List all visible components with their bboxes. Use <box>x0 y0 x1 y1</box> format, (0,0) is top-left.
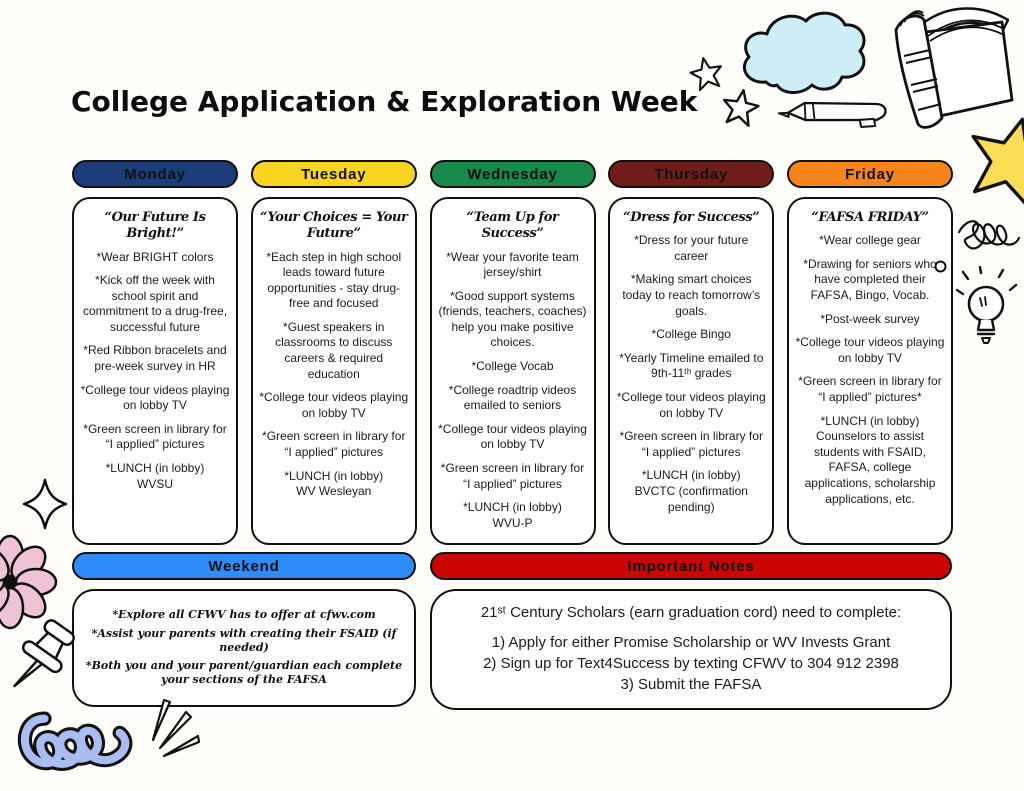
day-item: *Yearly Timeline emailed to 9th-11ᵗʰ gra… <box>619 350 764 381</box>
cloud-icon <box>742 11 866 94</box>
book-icon <box>894 7 1014 129</box>
notes-step: 1) Apply for either Promise Scholarship … <box>491 634 891 651</box>
day-item: *College tour videos playing on lobby TV <box>795 335 945 365</box>
wednesday-header-label: Wednesday <box>467 165 558 183</box>
tuesday-items: *Each step in high school leads toward f… <box>259 250 409 500</box>
weekend-item: *Explore all CFWV has to offer at cfwv.c… <box>112 608 376 622</box>
wednesday-card: “Team Up for Success” *Wear your favorit… <box>429 197 596 545</box>
friday-header-label: Friday <box>845 165 895 183</box>
day-item: *Green screen in library for “I applied”… <box>440 461 585 491</box>
tuesday-card-title: “Your Choices = Your Future” <box>260 210 408 242</box>
lightbulb-icon <box>956 266 1018 344</box>
day-item: *Green screen in library for “I applied”… <box>798 374 942 404</box>
monday-column: Monday “Our Future Is Bright!” *Wear BRI… <box>72 160 238 545</box>
day-item: *Green screen in library for “I applied”… <box>262 429 406 460</box>
weekend-items: *Explore all CFWV has to offer at cfwv.c… <box>82 604 406 691</box>
day-item: *Kick off the week with school spirit an… <box>82 273 228 334</box>
notes-step: 2) Sign up for Text4Success by texting C… <box>483 655 899 672</box>
day-item: *Good support systems (friends, teachers… <box>438 288 587 350</box>
weekend-item: *Assist your parents with creating their… <box>91 626 397 654</box>
tuesday-header-label: Tuesday <box>301 165 367 183</box>
important-notes-header: Important Notes <box>430 552 952 580</box>
day-item: *Wear BRIGHT colors <box>96 249 214 264</box>
day-item: *LUNCH (in lobby) Counselors to assist s… <box>804 413 936 506</box>
week-grid: Monday “Our Future Is Bright!” *Wear BRI… <box>72 160 953 545</box>
important-notes-card: 21ˢᵗ Century Scholars (earn graduation c… <box>430 589 952 710</box>
day-item: *Guest speakers in classrooms to discuss… <box>275 319 393 381</box>
emphasis-lines-icon <box>151 698 200 758</box>
monday-header-label: Monday <box>124 165 186 183</box>
day-item: *Making smart choices today to reach tom… <box>622 272 761 318</box>
thursday-header: Thursday <box>608 160 775 188</box>
big-star-icon <box>971 117 1024 208</box>
day-item: *Drawing for seniors who have completed … <box>803 256 937 303</box>
tuesday-card: “Your Choices = Your Future” *Each step … <box>250 197 417 545</box>
day-item: *LUNCH (in lobby) WVSU <box>105 461 205 491</box>
day-item: *Red Ribbon bracelets and pre-week surve… <box>83 343 227 374</box>
monday-card: “Our Future Is Bright!” *Wear BRIGHT col… <box>72 197 238 545</box>
friday-card: “FAFSA FRIDAY” *Wear college gear *Drawin… <box>787 197 953 545</box>
thursday-items: *Dress for your future career *Making sma… <box>616 233 766 515</box>
blue-scribble-icon <box>17 711 133 771</box>
day-item: *College tour videos playing on lobby TV <box>80 382 230 413</box>
friday-card-title: “FAFSA FRIDAY” <box>811 210 929 225</box>
notes-steps: 1) Apply for either Promise Scholarship … <box>448 632 934 695</box>
thursday-card: “Dress for Success” *Dress for your futu… <box>608 197 775 545</box>
page-title: College Application & Exploration Week <box>71 85 698 118</box>
pen-icon <box>777 101 887 128</box>
weekend-header: Weekend <box>72 552 416 580</box>
day-item: *LUNCH (in lobby) WVU-P <box>463 500 562 530</box>
wednesday-header: Wednesday <box>429 160 596 188</box>
wednesday-card-title: “Team Up for Success” <box>466 210 559 242</box>
flower-icon <box>0 534 58 630</box>
day-item: *College Vocab <box>471 359 554 374</box>
day-item: *Each step in high school leads toward f… <box>266 249 402 311</box>
day-item: *College tour videos playing on lobby TV <box>438 421 587 452</box>
day-item: *LUNCH (in lobby) BVCTC (confirmation pe… <box>634 468 748 514</box>
day-item: *Wear your favorite team jersey/shirt <box>446 249 579 280</box>
day-item: *College Bingo <box>651 327 731 342</box>
weekend-item: *Both you and your parent/guardian each … <box>85 659 403 687</box>
day-item: *College tour videos playing on lobby TV <box>616 390 766 420</box>
day-item: *Post-week survey <box>820 311 920 326</box>
friday-header: Friday <box>787 160 953 188</box>
friday-column: Friday “FAFSA FRIDAY” *Wear college gear… <box>787 160 953 545</box>
weekend-card: *Explore all CFWV has to offer at cfwv.c… <box>72 589 416 707</box>
notes-intro: 21ˢᵗ Century Scholars (earn graduation c… <box>480 604 902 621</box>
monday-card-title: “Our Future Is Bright!” <box>104 210 206 242</box>
sparkle-icon <box>22 478 68 530</box>
thursday-card-title: “Dress for Success” <box>623 210 760 225</box>
wednesday-column: Wednesday “Team Up for Success” *Wear yo… <box>429 160 596 545</box>
friday-items: *Wear college gear *Drawing for seniors w… <box>795 233 945 507</box>
thursday-column: Thursday “Dress for Success” *Dress for … <box>608 160 775 545</box>
day-item: *College tour videos playing on lobby TV <box>259 390 409 420</box>
notes-step: 3) Submit the FAFSA <box>620 676 762 693</box>
day-item: *Dress for your future career <box>634 233 749 263</box>
monday-items: *Wear BRIGHT colors *Kick off the week wi… <box>80 250 230 493</box>
day-item: *College roadtrip videos emailed to seni… <box>448 382 577 413</box>
monday-header: Monday <box>72 160 238 188</box>
wednesday-items: *Wear your favorite team jersey/shirt *Go… <box>438 250 588 532</box>
spring-scribble-icon <box>957 220 1021 250</box>
star-outline-icon <box>722 88 760 128</box>
day-item: *Wear college gear <box>819 233 921 248</box>
day-item: *Green screen in library for “I applied”… <box>619 429 763 459</box>
day-item: *LUNCH (in lobby) WV Wesleyan <box>284 468 384 499</box>
weekend-header-label: Weekend <box>208 557 280 575</box>
thursday-header-label: Thursday <box>654 165 729 183</box>
tuesday-column: Tuesday “Your Choices = Your Future” *Ea… <box>250 160 417 545</box>
tuesday-header: Tuesday <box>250 160 417 188</box>
important-notes-header-label: Important Notes <box>627 557 755 575</box>
day-item: *Green screen in library for “I applied”… <box>83 421 227 452</box>
